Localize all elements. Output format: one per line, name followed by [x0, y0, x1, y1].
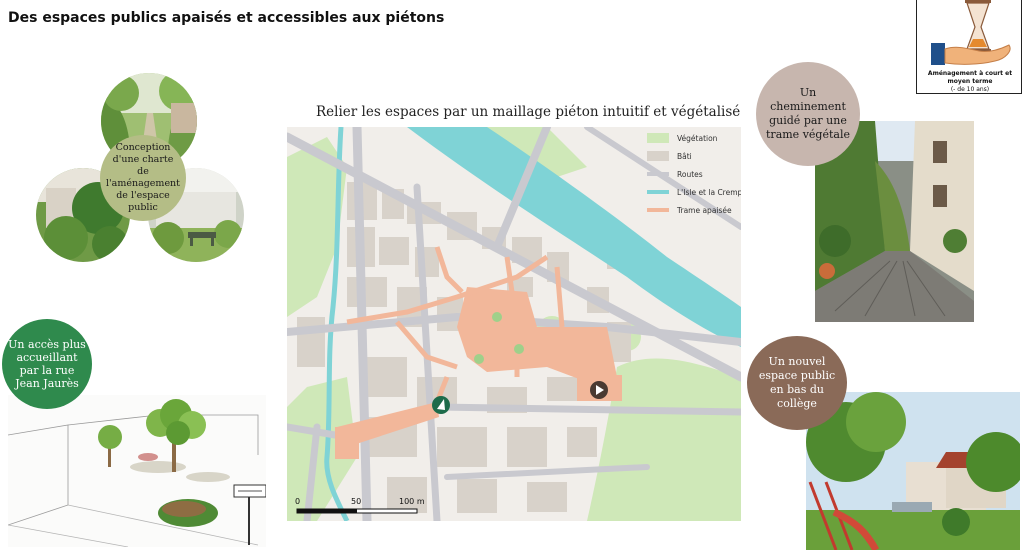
page-title: Des espaces publics apaisés et accessibl…	[8, 10, 445, 26]
bubble-college-text: Un nouvel espace public en bas du collèg…	[758, 355, 836, 410]
logo-caption-main: Aménagement à court et moyen terme	[927, 70, 1013, 85]
scale-label-50: 50	[351, 497, 361, 506]
logo-caption: Aménagement à court et moyen terme (- de…	[918, 70, 1022, 94]
bubble-charte: Conception d'une charte de l'aménagement…	[100, 135, 186, 221]
bubble-jaures-text: Un accès plus accueillant par la rue Jea…	[8, 338, 86, 390]
town-map: Végétation Bâti Routes L'Isle et la Crem…	[287, 127, 741, 521]
bubble-charte-text: Conception d'une charte de l'aménagement…	[106, 142, 180, 213]
map-legend: Végétation Bâti Routes L'Isle et la Crem…	[647, 133, 741, 215]
legend-swatch-routes	[647, 172, 669, 176]
trame-apaisee-paths	[346, 246, 565, 403]
photo-cobbled-street	[815, 121, 974, 322]
bubble-jaures: Un accès plus accueillant par la rue Jea…	[2, 319, 92, 409]
stream-crempse	[324, 127, 350, 521]
bubble-college: Un nouvel espace public en bas du collèg…	[747, 336, 847, 430]
sketch-jaures	[7, 395, 267, 548]
legend-swatch-vegetation	[647, 133, 669, 143]
scale-label-100: 100 m	[399, 497, 425, 506]
vegetation-area	[287, 377, 357, 521]
legend-swatch-trame	[647, 208, 669, 212]
bubble-cheminement: Un cheminement guidé par une trame végét…	[756, 62, 860, 166]
scale-bar: 0 50 100 m	[295, 497, 425, 514]
legend-label-bati: Bâti	[677, 152, 692, 161]
logo-box	[916, 0, 1022, 94]
marker-left-icon	[432, 396, 450, 414]
town-map-svg: Végétation Bâti Routes L'Isle et la Crem…	[287, 127, 741, 521]
legend-swatch-bati	[647, 151, 669, 161]
logo-caption-sub: (- de 10 ans)	[950, 86, 990, 93]
legend-label-trame: Trame apaisée	[676, 206, 732, 215]
vegetation-area	[287, 137, 347, 317]
trame-apaisee	[335, 287, 622, 459]
legend-swatch-river	[647, 190, 669, 194]
river-isle	[407, 127, 741, 347]
legend-label-vegetation: Végétation	[677, 134, 718, 143]
map-title: Relier les espaces par un maillage piéto…	[316, 104, 741, 120]
legend-label-river: L'Isle et la Crempse	[677, 188, 741, 197]
legend-label-routes: Routes	[677, 170, 703, 179]
bubble-cheminement-text: Un cheminement guidé par une trame végét…	[766, 86, 850, 141]
photo-college-garden	[806, 392, 1020, 550]
hand-hourglass-icon	[931, 0, 1011, 65]
marker-right-icon	[590, 381, 608, 399]
scale-label-0: 0	[295, 497, 300, 506]
vegetation-area	[587, 358, 741, 521]
